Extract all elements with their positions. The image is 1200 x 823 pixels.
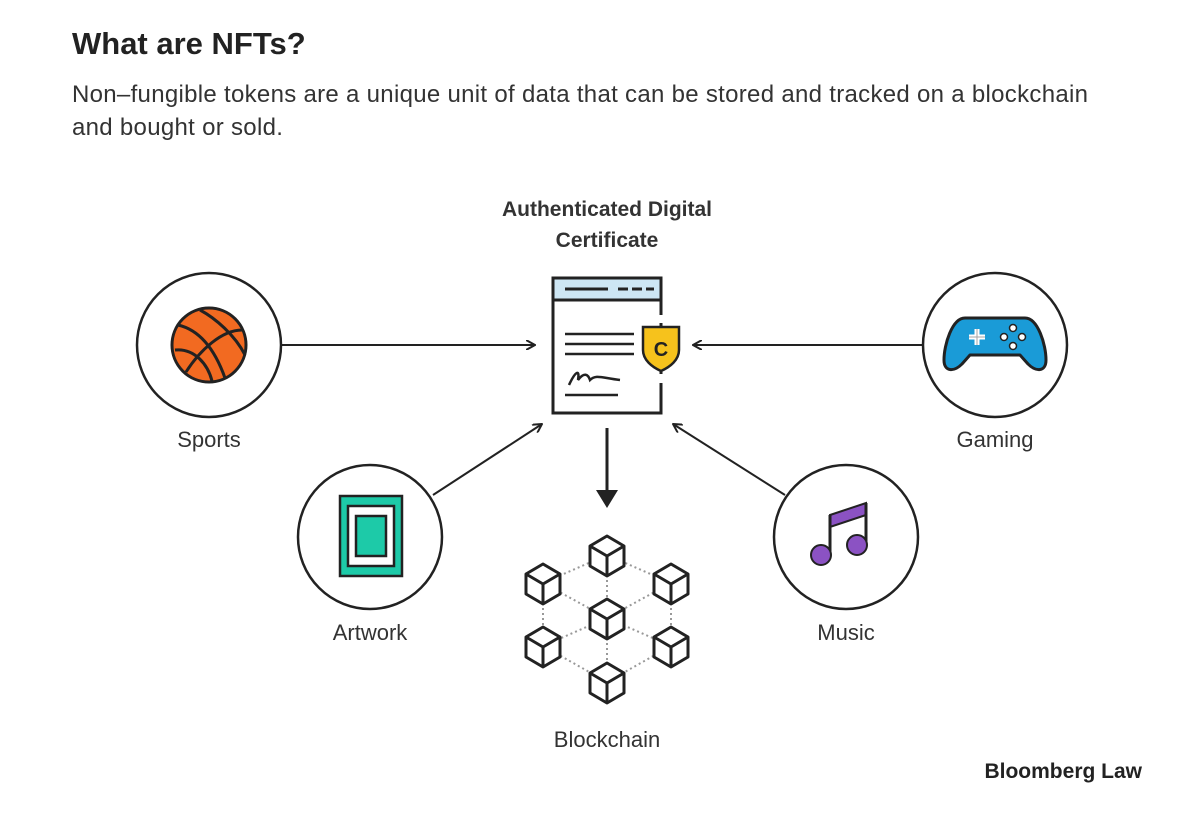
music-note-icon <box>810 501 868 566</box>
music-label: Music <box>817 620 875 645</box>
certificate-label-line1: Authenticated Digital <box>501 198 713 221</box>
framed-picture-icon <box>338 494 404 578</box>
gaming-label: Gaming <box>956 427 1034 452</box>
certificate-icon: C <box>551 276 681 415</box>
certificate-label: Authenticated Digital Certificate <box>502 194 712 256</box>
subtitle: Non–fungible tokens are a unique unit of… <box>72 81 1089 141</box>
arrow-artwork <box>432 424 542 496</box>
gamepad-icon <box>942 316 1048 371</box>
arrow-blockchain <box>596 428 618 508</box>
sports-label: Sports <box>177 427 241 452</box>
arrow-music <box>673 424 786 496</box>
basketball-icon <box>170 306 248 384</box>
music-node <box>772 463 920 611</box>
shield-badge-icon <box>641 325 681 373</box>
artwork-node <box>296 463 444 611</box>
artwork-label: Artwork <box>332 620 408 645</box>
certificate-label-line2: Certificate <box>555 229 659 252</box>
sports-node <box>135 271 283 419</box>
svg-text:C: C <box>654 339 668 361</box>
page-title: What are NFTs? <box>72 26 306 61</box>
blockchain-icon <box>524 534 690 705</box>
blockchain-label: Blockchain <box>553 727 661 752</box>
gaming-node <box>921 271 1069 419</box>
brand-logo: Bloomberg Law <box>984 760 1142 783</box>
